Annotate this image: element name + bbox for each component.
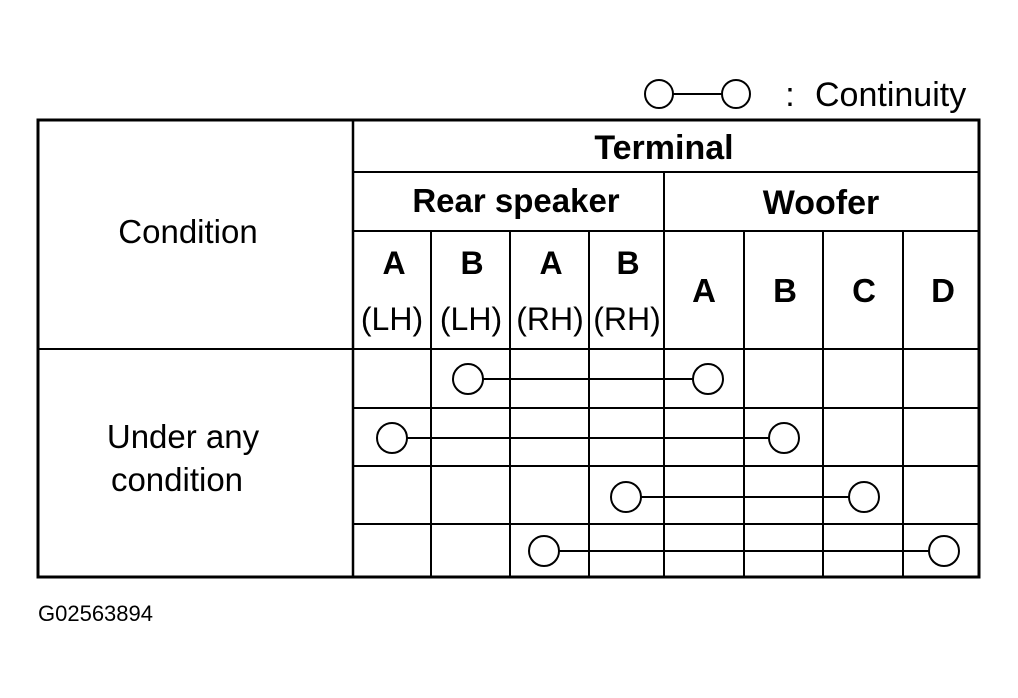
column-label-bottom: (LH) (440, 301, 502, 337)
column-label-top: A (382, 245, 405, 281)
column-label-top: C (852, 272, 876, 309)
column-label-bottom: (LH) (361, 301, 423, 337)
condition-line: condition (111, 461, 243, 498)
group-label-rear-speaker: Rear speaker (412, 182, 619, 219)
continuity-terminal-mark (452, 363, 484, 395)
figure-id: G02563894 (38, 601, 153, 626)
column-label-top: A (692, 272, 716, 309)
continuity-terminal-mark (928, 535, 960, 567)
continuity-marks (376, 363, 960, 567)
column-label-top: A (539, 245, 562, 281)
column-label-top: B (460, 245, 483, 281)
continuity-terminal-mark (848, 481, 880, 513)
continuity-symbol-icon (644, 79, 751, 109)
terminal-header: Terminal (594, 129, 733, 167)
continuity-terminal-mark (528, 535, 560, 567)
table-grid (36, 118, 981, 579)
continuity-terminal-mark (692, 363, 724, 395)
legend-label: Continuity (815, 76, 966, 114)
column-label-top: D (931, 272, 955, 309)
column-label-top: B (616, 245, 639, 281)
column-label-bottom: (RH) (516, 301, 584, 337)
continuity-terminal-mark (768, 422, 800, 454)
continuity-terminal-mark (610, 481, 642, 513)
legend: : Continuity (644, 76, 966, 114)
legend-separator: : (785, 76, 794, 114)
condition-header: Condition (118, 213, 257, 250)
column-label-bottom: (RH) (593, 301, 661, 337)
condition-line: Under any (107, 418, 260, 455)
continuity-terminal-mark (376, 422, 408, 454)
group-label-woofer: Woofer (763, 184, 879, 222)
column-label-top: B (773, 272, 797, 309)
